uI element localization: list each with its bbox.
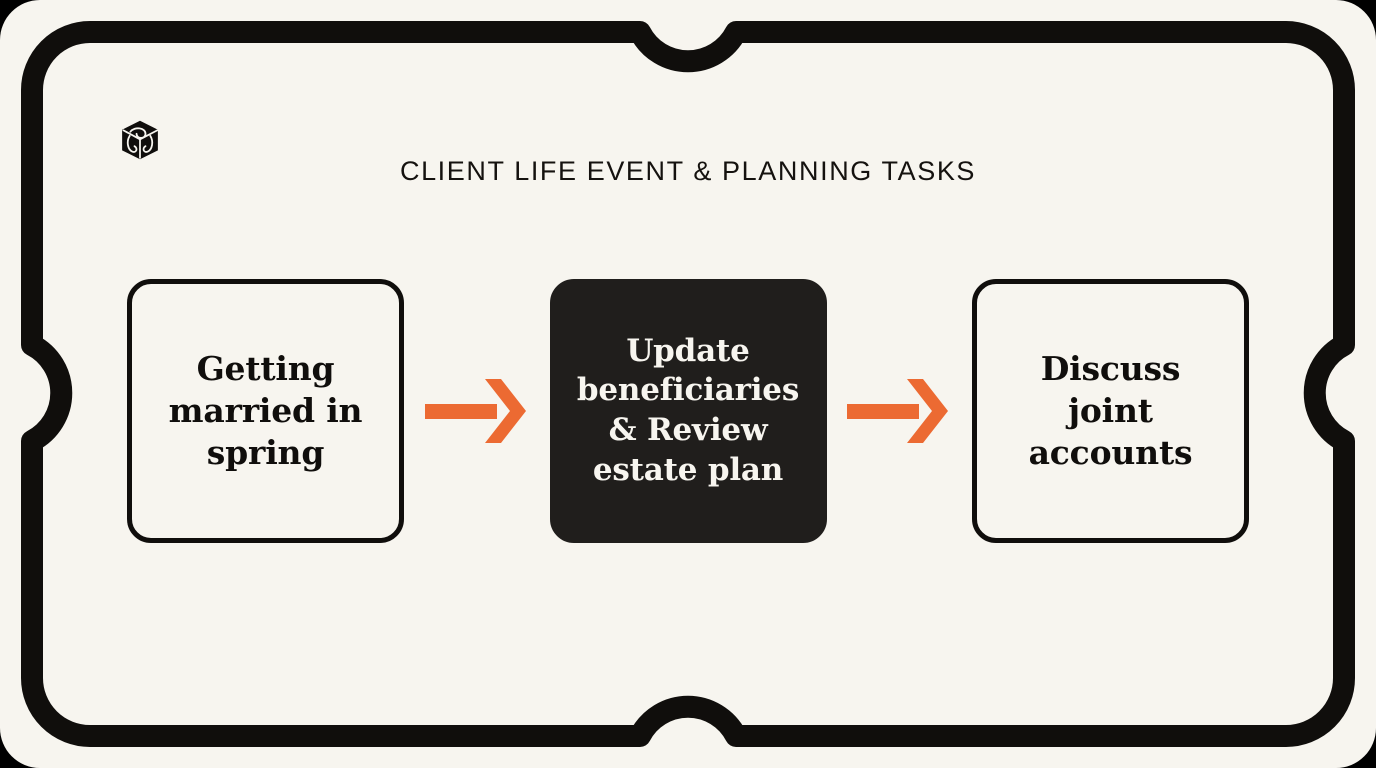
flow-step-1[interactable]: Getting married in spring — [127, 279, 404, 543]
flow-step-3-label: Discuss joint accounts — [1028, 348, 1193, 473]
flow-step-1-label: Getting married in spring — [168, 348, 363, 473]
flow-step-3[interactable]: Discuss joint accounts — [972, 279, 1249, 543]
flow-step-2-label: Update beneficiaries & Review estate pla… — [576, 332, 800, 488]
process-flow: Getting married in spring Update benefic… — [127, 279, 1249, 543]
arrow-right-icon — [847, 379, 949, 443]
arrow-right-icon — [424, 379, 526, 443]
flow-step-2[interactable]: Update beneficiaries & Review estate pla… — [549, 279, 827, 543]
page-title: CLIENT LIFE EVENT & PLANNING TASKS — [399, 156, 977, 186]
knot-cube-logo-icon — [122, 120, 159, 160]
